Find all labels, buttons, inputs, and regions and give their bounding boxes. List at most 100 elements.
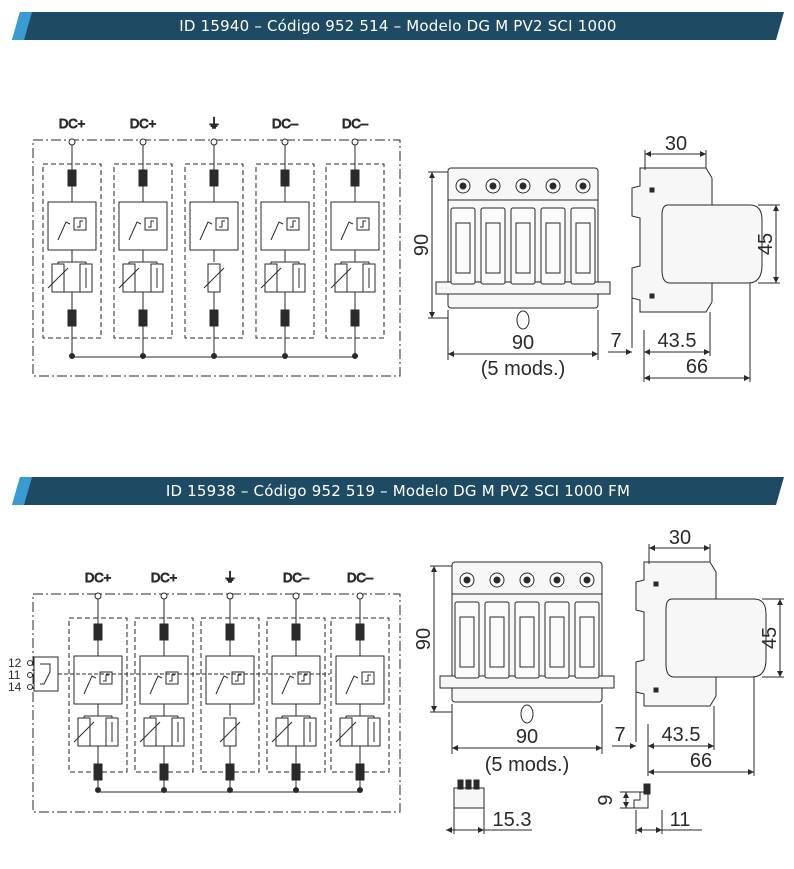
contact-label-12: 12: [8, 656, 22, 670]
side-offset-dim: 7: [610, 330, 621, 352]
banner-background: [12, 12, 784, 40]
side-offset-dim: 7: [614, 724, 625, 746]
enclosure-outline: [32, 593, 401, 813]
side-right-dim: 45: [755, 233, 777, 255]
plug-width-dim: 15.3: [493, 809, 532, 831]
terminal-node: [226, 592, 234, 600]
front-module: [570, 178, 596, 285]
side-right-dim: 45: [759, 627, 781, 649]
disconnector-box: [139, 655, 189, 705]
bus-junction: [161, 787, 167, 793]
front-height-dim: 90: [411, 234, 433, 256]
plug-depth-dim: 11: [670, 809, 691, 831]
terminal-node: [356, 592, 364, 600]
terminal-node: [351, 138, 359, 146]
section-1-title: ID 15940 – Código 952 514 – Modelo DG M …: [179, 17, 617, 35]
plug-in-cartridge: [514, 601, 540, 679]
fuse-top: [355, 623, 365, 641]
terminal-node: [210, 138, 218, 146]
side-depth-dim: 43.5: [662, 724, 701, 746]
fuse-top: [291, 623, 301, 641]
terminal-label: ⏚: [223, 570, 236, 585]
disconnector-box: [271, 655, 321, 705]
plug-height-dim: 9: [595, 794, 617, 805]
removable-module: [661, 204, 763, 284]
bus-junction: [211, 353, 217, 359]
fuse-bottom: [291, 763, 301, 781]
front-module: [454, 572, 480, 679]
terminal-label: DC–: [347, 570, 374, 585]
terminal-label: DC+: [59, 116, 85, 131]
front-width-dim: 90: [516, 726, 538, 748]
bus-junction: [357, 787, 363, 793]
side-total-dim: 66: [686, 356, 708, 378]
front-view-2: [430, 561, 615, 834]
terminal-node: [139, 138, 147, 146]
fuse-bottom: [280, 309, 290, 327]
plug-in-cartridge: [510, 207, 536, 285]
terminal-label: ⏚: [207, 116, 220, 131]
front-module: [514, 572, 540, 679]
terminal-label: DC+: [151, 570, 177, 585]
front-module: [544, 572, 570, 679]
front-module: [574, 572, 600, 679]
plug-in-cartridge: [480, 207, 506, 285]
schematic-diagram-2: DC+ DC+ ⏚ DC– DC–: [27, 570, 401, 813]
disconnector-box: [73, 655, 123, 705]
side-top-dim: 30: [669, 527, 691, 549]
plug-in-cartridge: [544, 601, 570, 679]
schematic-channel: DC–: [325, 116, 385, 359]
bus-junction: [352, 353, 358, 359]
terminal-label: DC+: [85, 570, 111, 585]
front-module: [450, 178, 476, 285]
disconnector-box: [118, 201, 168, 251]
fuse-bottom: [67, 309, 77, 327]
schematic-channel: DC+: [113, 116, 173, 359]
fm-connector-plug: [453, 787, 485, 809]
terminal-node: [94, 592, 102, 600]
front-width-note: (5 mods.): [485, 754, 569, 776]
plug-in-cartridge: [574, 601, 600, 679]
front-view-1: [428, 167, 611, 360]
front-module: [484, 572, 510, 679]
plug-in-cartridge: [570, 207, 596, 285]
bus-junction: [140, 353, 146, 359]
section-1-header: ID 15940 – Código 952 514 – Modelo DG M …: [12, 12, 784, 40]
schematic-channel: ⏚: [200, 570, 260, 793]
front-module: [480, 178, 506, 285]
release-tab: [520, 704, 534, 724]
terminal-label: DC+: [130, 116, 156, 131]
front-height-dim: 90: [413, 628, 435, 650]
front-width-note: (5 mods.): [481, 358, 565, 380]
plug-in-cartridge: [540, 207, 566, 285]
fuse-bottom: [355, 763, 365, 781]
terminal-label: DC–: [283, 570, 310, 585]
fuse-bottom: [225, 763, 235, 781]
terminal-node: [160, 592, 168, 600]
banner-background: [12, 477, 784, 505]
disconnector-box: [260, 201, 310, 251]
fuse-top: [138, 169, 148, 187]
side-depth-dim: 43.5: [658, 330, 697, 352]
bus-junction: [227, 787, 233, 793]
disconnector-box: [335, 655, 385, 705]
schematic-channel: ⏚: [184, 116, 244, 359]
front-width-dim: 90: [512, 332, 534, 354]
side-top-dim: 30: [665, 133, 687, 155]
fuse-bottom: [138, 309, 148, 327]
bus-junction: [95, 787, 101, 793]
contact-label-11: 11: [8, 668, 21, 682]
side-view-2: [612, 544, 784, 834]
front-module: [510, 178, 536, 285]
release-tab: [516, 310, 530, 330]
plug-in-cartridge: [454, 601, 480, 679]
front-module: [540, 178, 566, 285]
plug-in-cartridge: [450, 207, 476, 285]
terminal-node: [281, 138, 289, 146]
terminal-label: DC–: [342, 116, 369, 131]
bus-junction: [282, 353, 288, 359]
fuse-bottom: [159, 763, 169, 781]
fuse-bottom: [93, 763, 103, 781]
terminal-label: DC–: [272, 116, 299, 131]
